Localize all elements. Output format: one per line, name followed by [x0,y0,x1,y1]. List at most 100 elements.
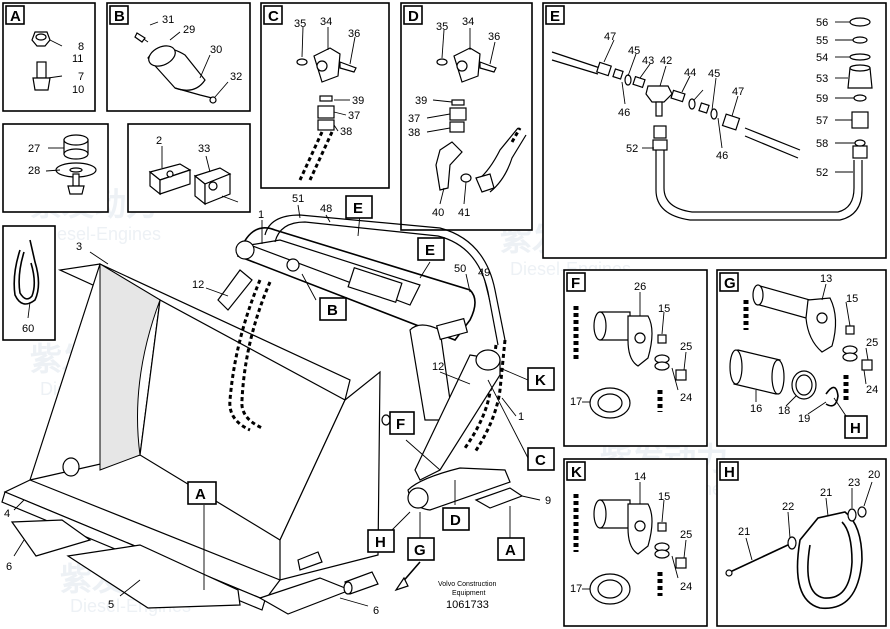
part-label: 46 [716,150,728,162]
panel-tag: G [724,275,736,292]
part-label: 15 [658,303,670,315]
part-label: 38 [408,127,420,139]
pin-plate-part [805,297,837,353]
part-label: 39 [352,95,364,107]
part-label: 12 [192,279,204,291]
part-label: 14 [634,471,646,483]
part-label: 19 [798,413,810,425]
callout-tag: A [195,486,206,503]
drawing-number: 1061733 [446,599,489,611]
callout-box-k[interactable] [527,367,555,391]
part-label: 54 [816,52,828,64]
part-label: 32 [230,71,242,83]
wear-plate [66,544,241,609]
part-label: 55 [816,35,828,47]
panel-tag: E [550,8,560,25]
part-label: 3 [76,241,82,253]
part-label: 34 [320,16,332,28]
detail-panel-clamp: 2 33 [127,123,251,213]
part-label: 35 [294,18,306,30]
part-label: 8 [78,41,84,53]
part-label: 24 [866,384,878,396]
part-label: 58 [816,138,828,150]
detail-panel-f: F 26 15 25 24 17 [563,269,708,447]
part-label: 25 [680,529,692,541]
callout-tag: E [425,242,435,259]
brand-line-2: Equipment [452,590,486,597]
panel-tag: F [571,275,580,292]
detail-panel-h: H 22 23 20 21 21 21 [716,458,887,627]
detail-panel-b: B 31 29 30 32 [106,2,251,112]
detail-panel-k: K 14 15 25 24 17 [563,458,708,627]
part-label: 28 [28,165,40,177]
callout-tag: B [327,302,338,319]
part-label: 52 [626,143,638,155]
part-label: 47 [732,86,744,98]
part-label: 59 [816,93,828,105]
callout-box-g[interactable] [407,537,435,561]
callout-box-d[interactable] [442,507,470,531]
part-label: 47 [604,31,616,43]
detail-panel-washer: 27 28 [2,123,109,213]
part-label: 1 [518,411,524,423]
callout-box-b[interactable] [319,297,347,321]
callout-tag: F [396,416,405,433]
part-label: 17 [570,396,582,408]
part-label: 21 [820,487,832,499]
part-label: 12 [432,361,444,373]
part-label: 40 [432,207,444,219]
part-label: 23 [848,477,860,489]
part-label: 17 [570,583,582,595]
part-label: 20 [868,469,880,481]
panel-tag: H [724,464,735,481]
brand-line-1: Volvo Construction [438,581,496,588]
part-label: 11 [72,53,83,65]
panel-tag: K [571,464,582,481]
part-label: 15 [658,491,670,503]
part-label: 16 [750,403,762,415]
part-label: 9 [545,495,551,507]
part-label: 10 [72,84,84,96]
callout-box-a[interactable] [187,481,217,505]
part-label: 43 [642,55,654,67]
callout-box-f[interactable] [389,411,415,435]
part-label: 52 [816,167,828,179]
part-label: 15 [846,293,858,305]
part-label: 25 [680,341,692,353]
panel-tag: A [10,8,21,25]
callout-tag: E [353,200,363,217]
part-label: 38 [340,126,352,138]
part-label: 36 [348,28,360,40]
panel-tag: B [114,8,125,25]
tee-fitting-part [645,85,673,103]
callout-tag: A [505,542,516,559]
strap-part [13,239,40,305]
callout-box-e[interactable] [345,195,373,219]
callout-box-h[interactable] [367,529,395,553]
part-label: 4 [4,508,10,520]
detail-panel-a: A 8 11 7 10 [2,2,96,112]
bolt-part [32,77,51,91]
part-label: 35 [436,21,448,33]
part-label: 56 [816,17,828,29]
part-label: 60 [22,323,34,335]
callout-box-c[interactable] [527,447,555,471]
part-label: 33 [198,143,210,155]
part-label: 1 [258,209,264,221]
part-label-21: 21 [738,526,750,538]
main-assembly: 1 51 48 3 12 50 49 12 1 9 4 6 5 6 B E E … [1,193,555,617]
part-label: 24 [680,581,692,593]
part-label: 48 [320,203,332,215]
part-label: 6 [373,605,379,617]
callout-box-e[interactable] [417,237,445,261]
part-label: 39 [415,95,427,107]
callout-tag: K [535,372,546,389]
panel-tag: C [268,8,279,25]
part-label: 30 [210,44,222,56]
part-label: 37 [408,113,420,125]
part-label: 31 [162,14,174,26]
part-label: 2 [156,135,162,147]
callout-box-a[interactable] [497,537,525,561]
